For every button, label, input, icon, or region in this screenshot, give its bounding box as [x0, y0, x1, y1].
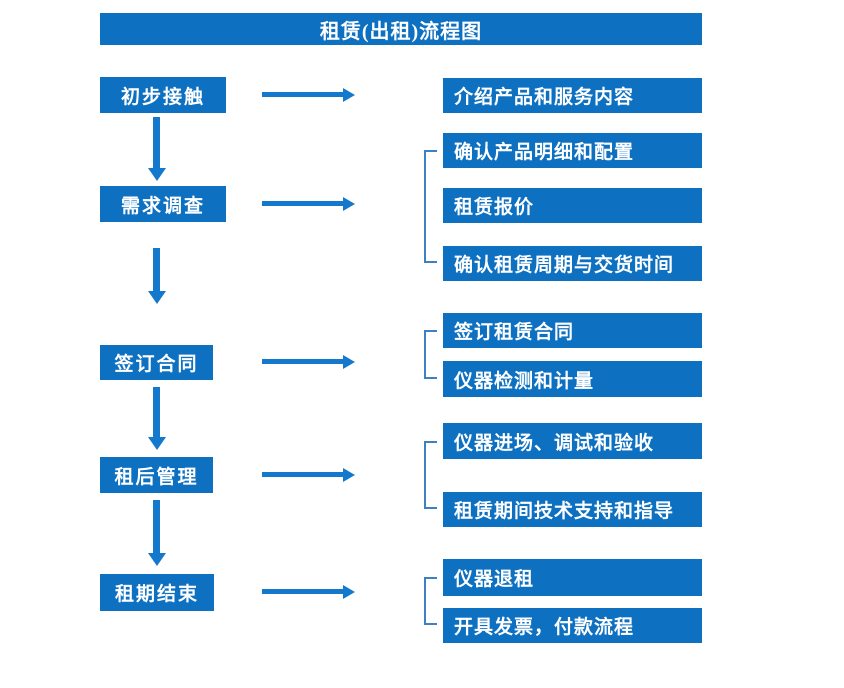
flow-arrow-right-icon: [262, 87, 355, 103]
arrow-head: [343, 468, 355, 482]
arrow-head: [148, 553, 166, 566]
detail-box: 租赁报价: [443, 188, 702, 223]
detail-box: 确认产品明细和配置: [443, 133, 702, 168]
step-box-demand-survey: 需求调查: [100, 186, 226, 222]
flow-arrow-down-icon: [148, 248, 166, 304]
flow-arrow-right-icon: [262, 354, 355, 370]
arrow-shaft: [262, 92, 344, 97]
flow-arrow-right-icon: [262, 196, 355, 212]
flow-arrow-right-icon: [262, 467, 355, 483]
flowchart-title-bar: 租赁(出租)流程图: [100, 13, 702, 45]
arrow-shaft: [153, 117, 160, 168]
detail-box: 仪器进场、调试和验收: [443, 423, 702, 459]
step-box-rental-end: 租期结束: [100, 574, 214, 611]
group-bracket: [424, 330, 437, 379]
detail-box: 开具发票，付款流程: [443, 608, 702, 643]
arrow-head: [343, 88, 355, 102]
arrow-shaft: [262, 589, 344, 594]
detail-box: 签订租赁合同: [443, 313, 702, 348]
arrow-head: [148, 168, 166, 181]
detail-box: 仪器检测和计量: [443, 361, 702, 397]
flow-arrow-down-icon: [148, 387, 166, 450]
detail-box: 租赁期间技术支持和指导: [443, 492, 702, 527]
arrow-head: [343, 197, 355, 211]
flow-arrow-right-icon: [262, 584, 355, 600]
arrow-head: [148, 291, 166, 304]
detail-box: 仪器退租: [443, 559, 702, 596]
step-box-initial-contact: 初步接触: [100, 77, 226, 113]
arrow-shaft: [153, 387, 160, 437]
step-box-post-rental: 租后管理: [100, 457, 213, 493]
arrow-shaft: [153, 500, 160, 553]
flow-arrow-down-icon: [148, 117, 166, 181]
detail-box: 介绍产品和服务内容: [443, 78, 702, 113]
detail-box: 确认租赁周期与交货时间: [443, 246, 702, 281]
arrow-shaft: [262, 472, 344, 477]
step-box-sign-contract: 签订合同: [100, 345, 213, 380]
flow-arrow-down-icon: [148, 500, 166, 566]
arrow-head: [343, 585, 355, 599]
group-bracket: [424, 150, 437, 263]
arrow-head: [343, 355, 355, 369]
arrow-shaft: [262, 359, 344, 364]
arrow-shaft: [153, 248, 160, 291]
flowchart-title: 租赁(出租)流程图: [319, 20, 483, 43]
arrow-shaft: [262, 201, 344, 206]
group-bracket: [424, 577, 437, 625]
arrow-head: [148, 437, 166, 450]
group-bracket: [424, 441, 437, 509]
